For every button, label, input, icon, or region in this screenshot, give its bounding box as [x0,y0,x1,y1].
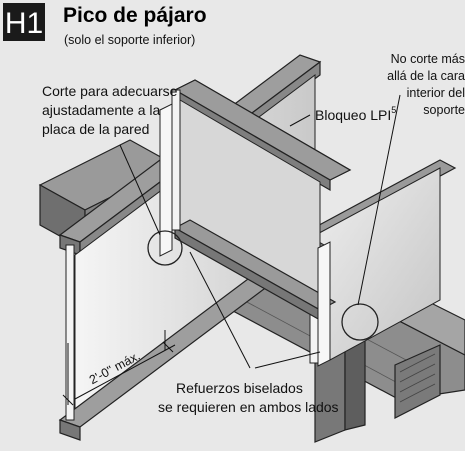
stiffener-label-line: Refuerzos biselados [176,380,303,396]
blocking-label-sup: 5 [391,105,396,115]
subtitle: (solo el soporte inferior) [64,33,195,47]
detail-circle-no-cut [341,303,379,341]
blocking-label: Bloqueo LPI5 [315,105,396,123]
plate-end-block [394,344,441,419]
no-cut-label-line: soporte [423,103,465,117]
leader-lines [119,94,401,369]
cut-label-line: ajustadamente a la [42,102,161,118]
no-cut-label: No corte más allá de la cara interior de… [387,52,465,117]
no-cut-label-line: No corte más [391,52,465,66]
blocking-label-text: Bloqueo LPI5 [315,105,396,123]
stiffener-label-line: se requieren en ambos lados [158,399,339,415]
badge-box [3,3,45,41]
title: Pico de pájaro [63,4,207,27]
blocking-label-main: Bloqueo LPI [315,107,391,123]
badge-label: H1 [5,7,43,40]
lpi-blocking [171,79,352,322]
detail-circle-cut [147,230,183,266]
no-cut-label-line: interior del [407,86,465,100]
cut-label-line: Corte para adecuarse [42,83,178,99]
cut-label: Corte para adecuarse ajustadamente a la … [42,83,178,137]
stiffener-label: Refuerzos biselados se requieren en ambo… [158,380,339,415]
bevel-web-stiffener-right [317,241,331,367]
no-cut-label-line: allá de la cara [387,69,465,83]
bevel-web-stiffener-left [159,103,173,257]
cut-label-line: placa de la pared [42,121,149,137]
dimension-line [62,330,176,406]
